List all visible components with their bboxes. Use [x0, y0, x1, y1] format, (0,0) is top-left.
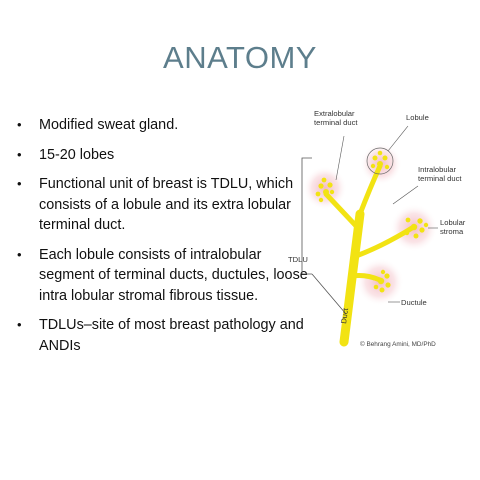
- bullet-item: • Modified sweat gland.: [14, 115, 314, 136]
- tdlu-diagram: Extralobular terminal duct Lobule Intral…: [288, 106, 473, 366]
- leader-line: [335, 135, 345, 181]
- leader-line: [392, 185, 419, 205]
- lobule-outline: [366, 147, 394, 175]
- bullet-item: • TDLUs–site of most breast pathology and…: [14, 315, 314, 356]
- bullet-dot: •: [17, 146, 22, 162]
- bullet-text: 15-20 lobes: [39, 146, 115, 163]
- lobule-cluster-right: [404, 217, 429, 239]
- tdlu-bracket-line: [311, 273, 347, 315]
- bullet-dot: •: [17, 246, 22, 262]
- leader-line: [387, 125, 409, 152]
- slide-title: ANATOMY: [163, 40, 317, 75]
- label-stroma: stroma: [440, 227, 464, 236]
- stroma-glow: [303, 166, 347, 210]
- label-tdlu: TDLU: [288, 255, 308, 264]
- bullet-item: • 15-20 lobes: [14, 145, 314, 166]
- image-credit: © Behrang Amini, MD/PhD: [360, 340, 436, 348]
- duct-branch: [323, 191, 361, 231]
- bullet-item: • Functional unit of breast is TDLU, whic…: [14, 174, 314, 236]
- label-ductule: Ductule: [401, 298, 427, 307]
- label-intralobular: Intralobular: [418, 165, 456, 174]
- tdlu-bracket: [301, 157, 312, 275]
- tdlu-diagram-svg: Extralobular terminal duct Lobule Intral…: [288, 109, 466, 348]
- lobule-cluster-left: [315, 177, 335, 203]
- bullet-text: Each lobule consists of intralobular seg…: [39, 246, 308, 304]
- bullet-dot: •: [17, 117, 22, 132]
- bullet-dot: •: [17, 317, 22, 332]
- bullet-text: Modified sweat gland.: [39, 117, 179, 133]
- lobule-cluster-bottom: [371, 269, 391, 293]
- label-stroma: Lobular: [440, 218, 466, 227]
- bullet-text: TDLUs–site of most breast pathology and …: [39, 317, 304, 354]
- bullet-list: • Modified sweat gland. • 15-20 lobes • Fun…: [14, 115, 314, 365]
- label-duct: Duct: [339, 307, 350, 325]
- label-intralobular: terminal duct: [418, 174, 462, 183]
- bullet-item: • Each lobule consists of intralobular se…: [14, 245, 314, 307]
- duct-branch: [349, 273, 383, 283]
- label-extralobular: terminal duct: [314, 118, 358, 127]
- label-lobule: Lobule: [406, 113, 429, 122]
- label-extralobular: Extralobular: [314, 109, 355, 118]
- bullet-dot: •: [17, 176, 22, 191]
- lobule-cluster-top: [370, 150, 390, 170]
- bullet-text: Functional unit of breast is TDLU, which…: [39, 176, 294, 233]
- duct-branch: [357, 163, 383, 217]
